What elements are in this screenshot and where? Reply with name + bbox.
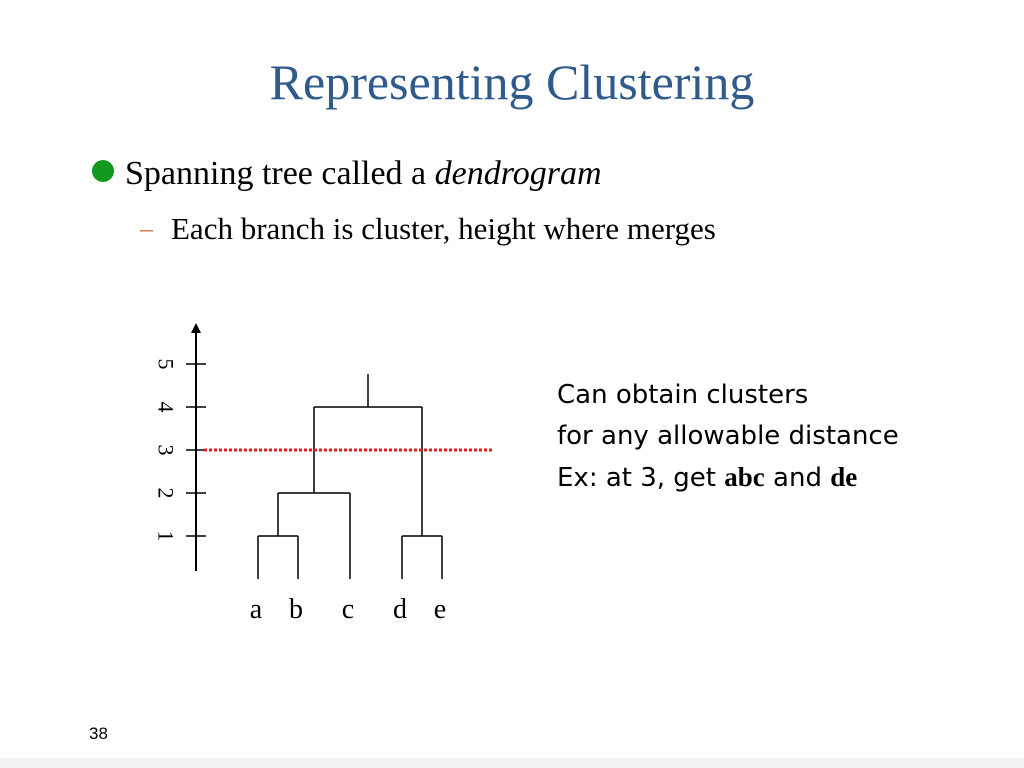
leaf-label-a: a: [250, 594, 263, 625]
axis-tick-label-4: 4: [153, 402, 178, 413]
dendrogram-tree: [257, 374, 443, 579]
note-cluster-de: de: [830, 462, 858, 492]
dendrogram-note: Can obtain clusters for any allowable di…: [557, 375, 899, 499]
note-line-3-prefix: Ex: at 3, get: [557, 463, 725, 493]
sub-bullet-dash: –: [140, 214, 153, 243]
dendrogram-axis: 1 2 3 4 5: [153, 323, 206, 571]
axis-arrow-icon: [191, 323, 201, 333]
leaf-label-d: d: [393, 594, 407, 625]
axis-tick-label-3: 3: [153, 445, 178, 456]
note-line-3: Ex: at 3, get abc and de: [557, 457, 899, 499]
note-line-1: Can obtain clusters: [557, 380, 809, 410]
bullet-text-emphasis: dendrogram: [434, 155, 602, 192]
bullet-text-plain: Spanning tree called a: [125, 155, 435, 192]
leaf-label-b: b: [289, 594, 303, 625]
note-cluster-abc: abc: [724, 462, 765, 492]
axis-tick-label-1: 1: [153, 531, 178, 542]
sub-bullet-text: Each branch is cluster, height where mer…: [171, 211, 716, 246]
slide-number: 38: [89, 724, 108, 743]
axis-tick-label-5: 5: [153, 359, 178, 370]
bullet-dot-icon: [92, 160, 114, 182]
bottom-strip: [0, 758, 1024, 768]
leaf-label-e: e: [434, 594, 446, 625]
note-line-3-mid: and: [764, 463, 831, 493]
note-line-2: for any allowable distance: [557, 421, 899, 451]
leaf-label-c: c: [342, 594, 354, 625]
slide-title: Representing Clustering: [269, 54, 755, 110]
axis-tick-label-2: 2: [153, 488, 178, 499]
bullet-text: Spanning tree called a dendrogram: [125, 153, 602, 195]
